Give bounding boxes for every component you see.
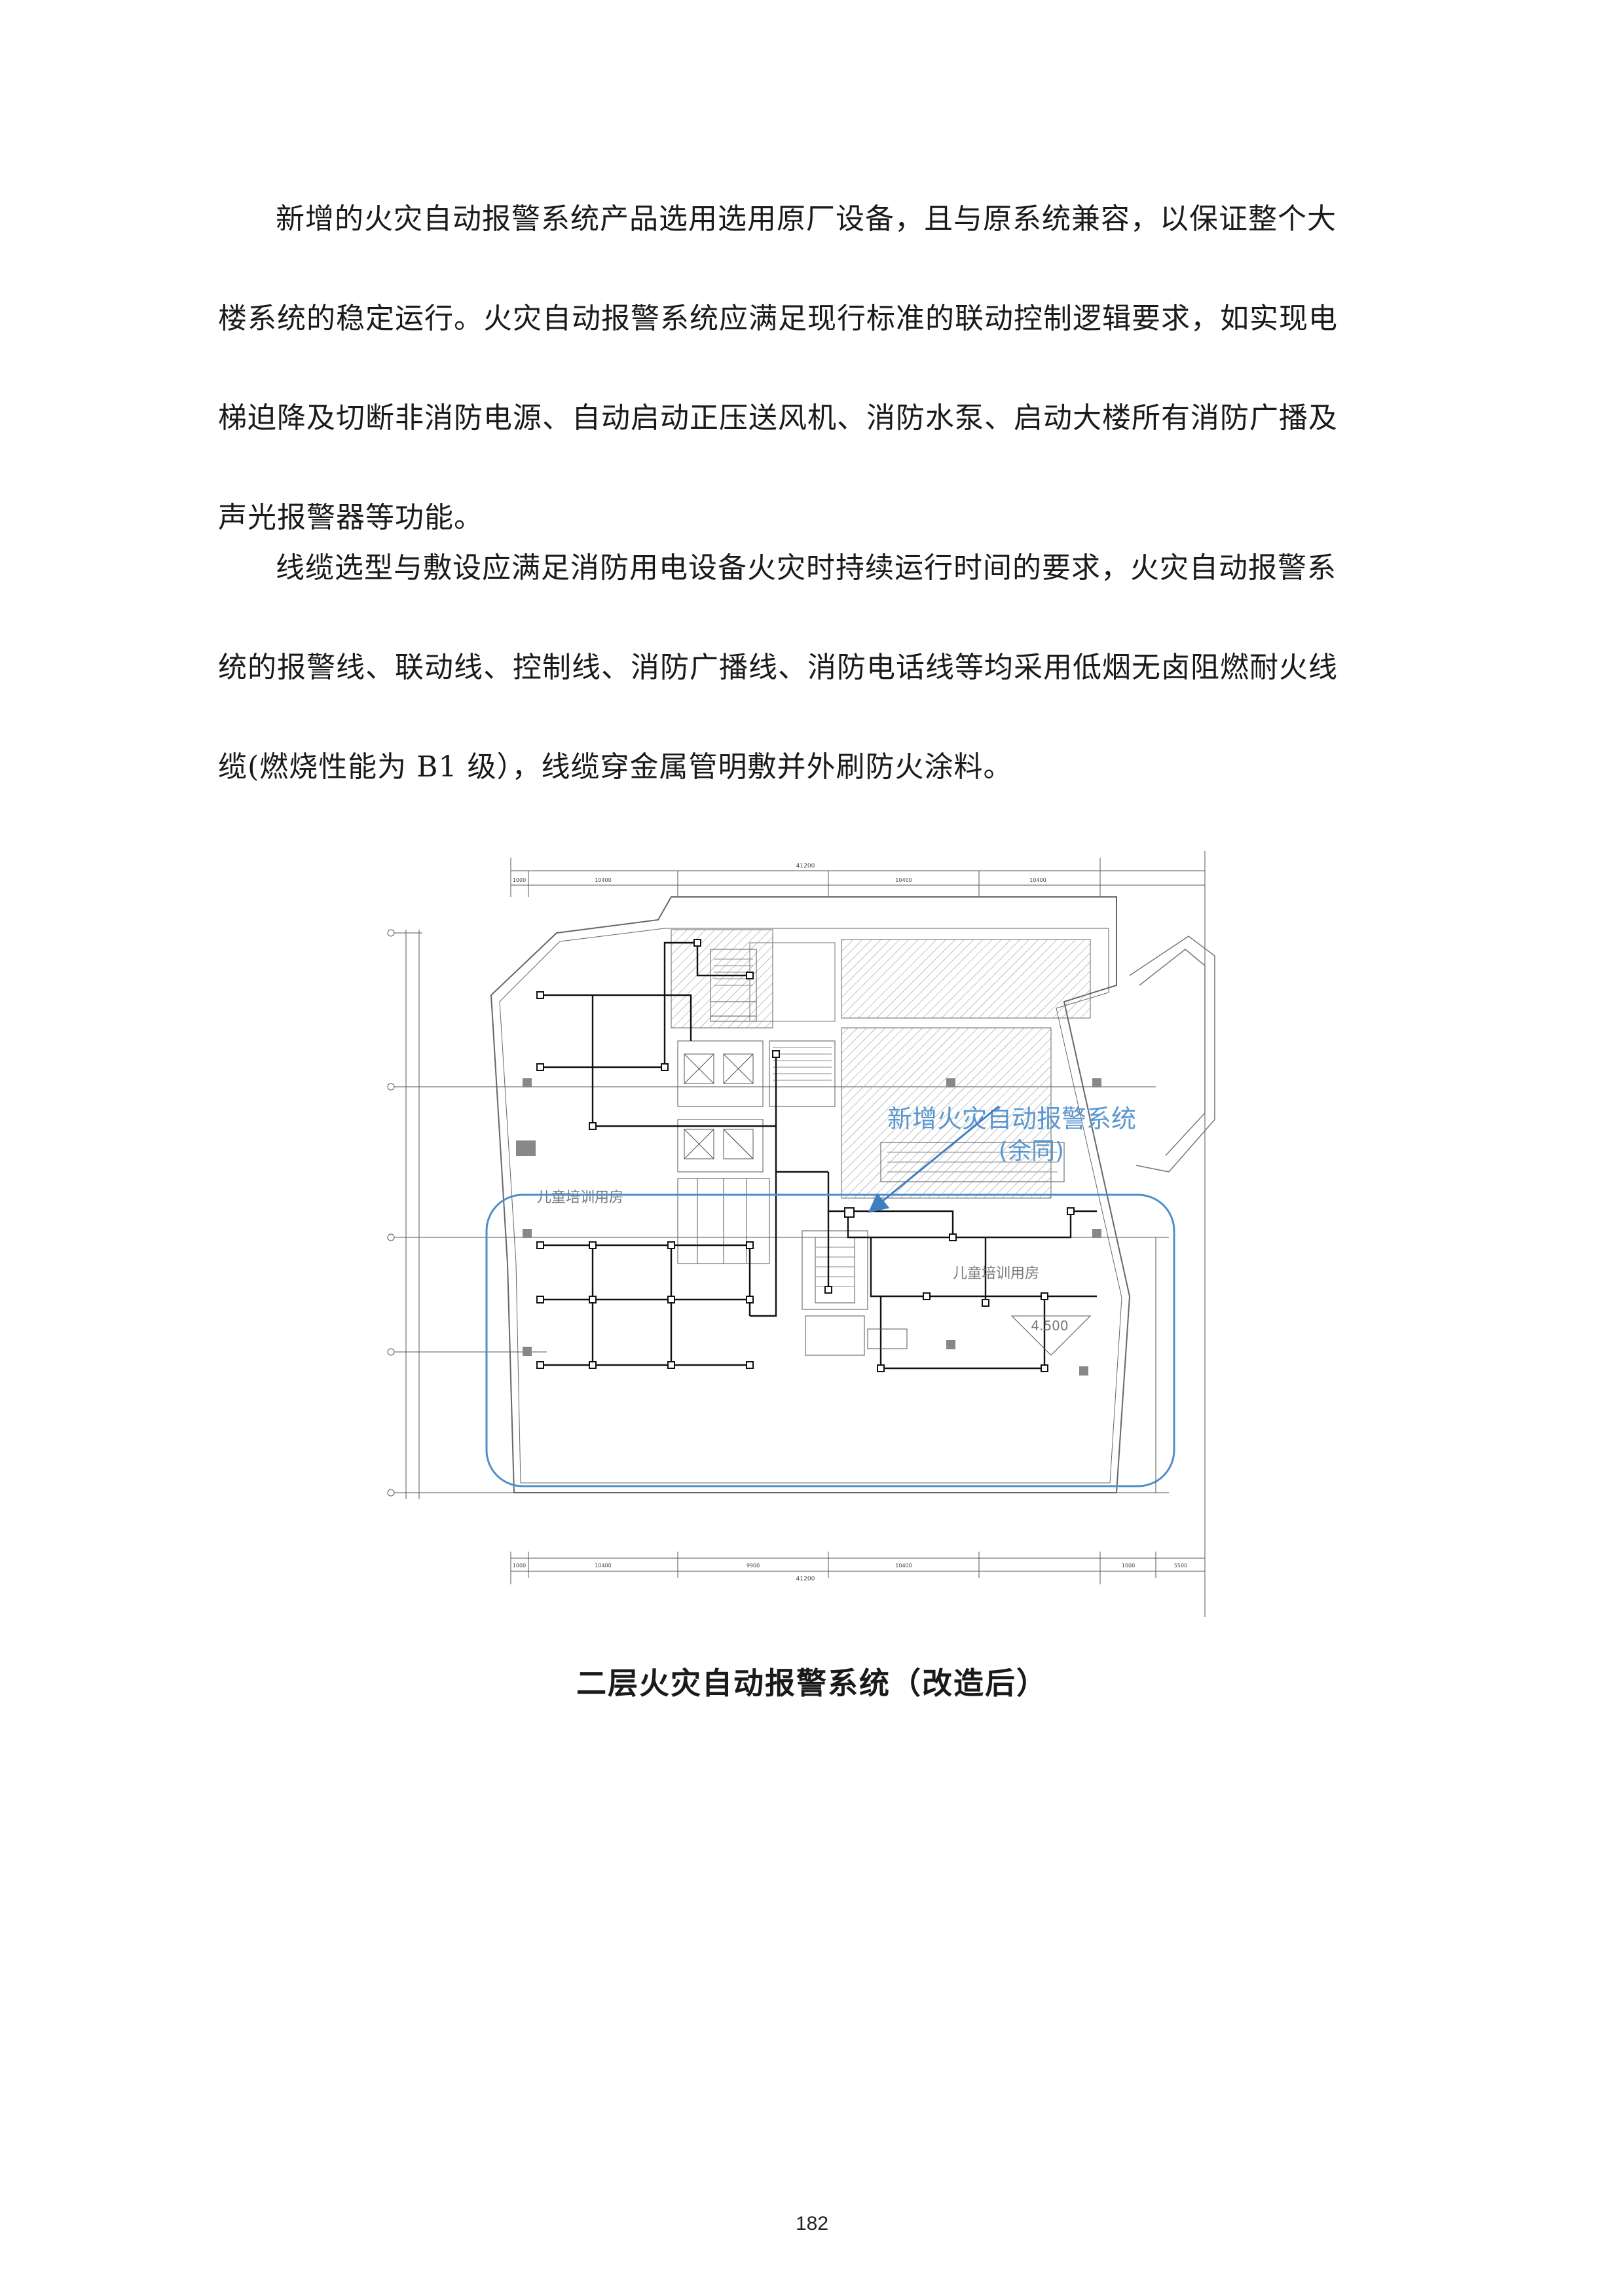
dim-top-total: 41200	[796, 863, 815, 869]
paragraph-line: 新增的火灾自动报警系统产品选用选用原厂设备，且与原系统兼容，以保证整个大	[276, 202, 1337, 236]
dim-bottom-6: 5500	[1174, 1563, 1187, 1569]
equipment-legend-boxes	[710, 1001, 908, 1349]
adjacent-building	[1129, 936, 1215, 1173]
highlight-region	[485, 1194, 1175, 1487]
elevation-label: 4.500	[1031, 1318, 1068, 1334]
hatched-core-top	[841, 939, 1091, 1019]
paragraph-2: 线缆选型与敷设应满足消防用电设备火灾时持续运行时间的要求，火灾自动报警系 统的报…	[218, 519, 1436, 817]
paragraph-line: 梯迫降及切断非消防电源、自动启动正压送风机、消防水泵、启动大楼所有消防广播及	[218, 401, 1338, 435]
paragraph-line: 声光报警器等功能。	[218, 501, 483, 534]
dim-bottom-5: 1000	[1122, 1563, 1135, 1569]
paragraph-line: 统的报警线、联动线、控制线、消防广播线、消防电话线等均采用低烟无卤阻燃耐火线	[218, 651, 1338, 684]
paragraph-1: 新增的火灾自动报警系统产品选用选用原厂设备，且与原系统兼容，以保证整个大 楼系统…	[218, 170, 1436, 568]
bottom-dimensions	[510, 1552, 1205, 1584]
dim-bottom-1: 1000	[513, 1563, 526, 1569]
structural-columns	[516, 1078, 1101, 1376]
dim-top-3: 10400	[895, 877, 912, 883]
paragraph-line: 楼系统的稳定运行。火灾自动报警系统应满足现行标准的联动控制逻辑要求，如实现电	[218, 302, 1338, 335]
paragraph-line: 缆(燃烧性能为 B1 级），线缆穿金属管明敷并外刷防火涂料。	[218, 750, 1013, 784]
dim-bottom-4: 10400	[895, 1563, 912, 1569]
dim-bottom-3: 9900	[747, 1563, 760, 1569]
floor-plan-figure: 41200 1000 10400 10400 10400	[383, 845, 1228, 1620]
room-label-right: 儿童培训用房	[953, 1266, 1039, 1282]
dim-top-2: 10400	[595, 877, 611, 883]
annotation-line-2: (余同)	[999, 1138, 1064, 1165]
elevator-cores	[677, 949, 1065, 1356]
hatched-core-mid	[841, 1027, 1052, 1199]
figure-caption: 二层火灾自动报警系统（改造后）	[576, 1666, 1048, 1701]
page-number: 182	[795, 2213, 829, 2234]
dim-top-1: 1000	[513, 877, 526, 883]
annotation-line-1: 新增火灾自动报警系统	[887, 1104, 1136, 1133]
right-dimensions	[1143, 1237, 1169, 1493]
room-label-left: 儿童培训用房	[537, 1190, 623, 1206]
floor-plan-drawing: 41200 1000 10400 10400 10400	[387, 851, 1215, 1617]
dim-top-4: 10400	[1029, 877, 1046, 883]
dim-bottom-total: 41200	[796, 1576, 815, 1582]
annotation-arrow	[868, 1105, 999, 1213]
paragraph-line: 线缆选型与敷设应满足消防用电设备火灾时持续运行时间的要求，火灾自动报警系	[276, 551, 1337, 585]
elevation-marker	[1010, 1315, 1092, 1356]
alarm-detectors	[536, 939, 1075, 1372]
dim-bottom-2: 10400	[595, 1563, 611, 1569]
